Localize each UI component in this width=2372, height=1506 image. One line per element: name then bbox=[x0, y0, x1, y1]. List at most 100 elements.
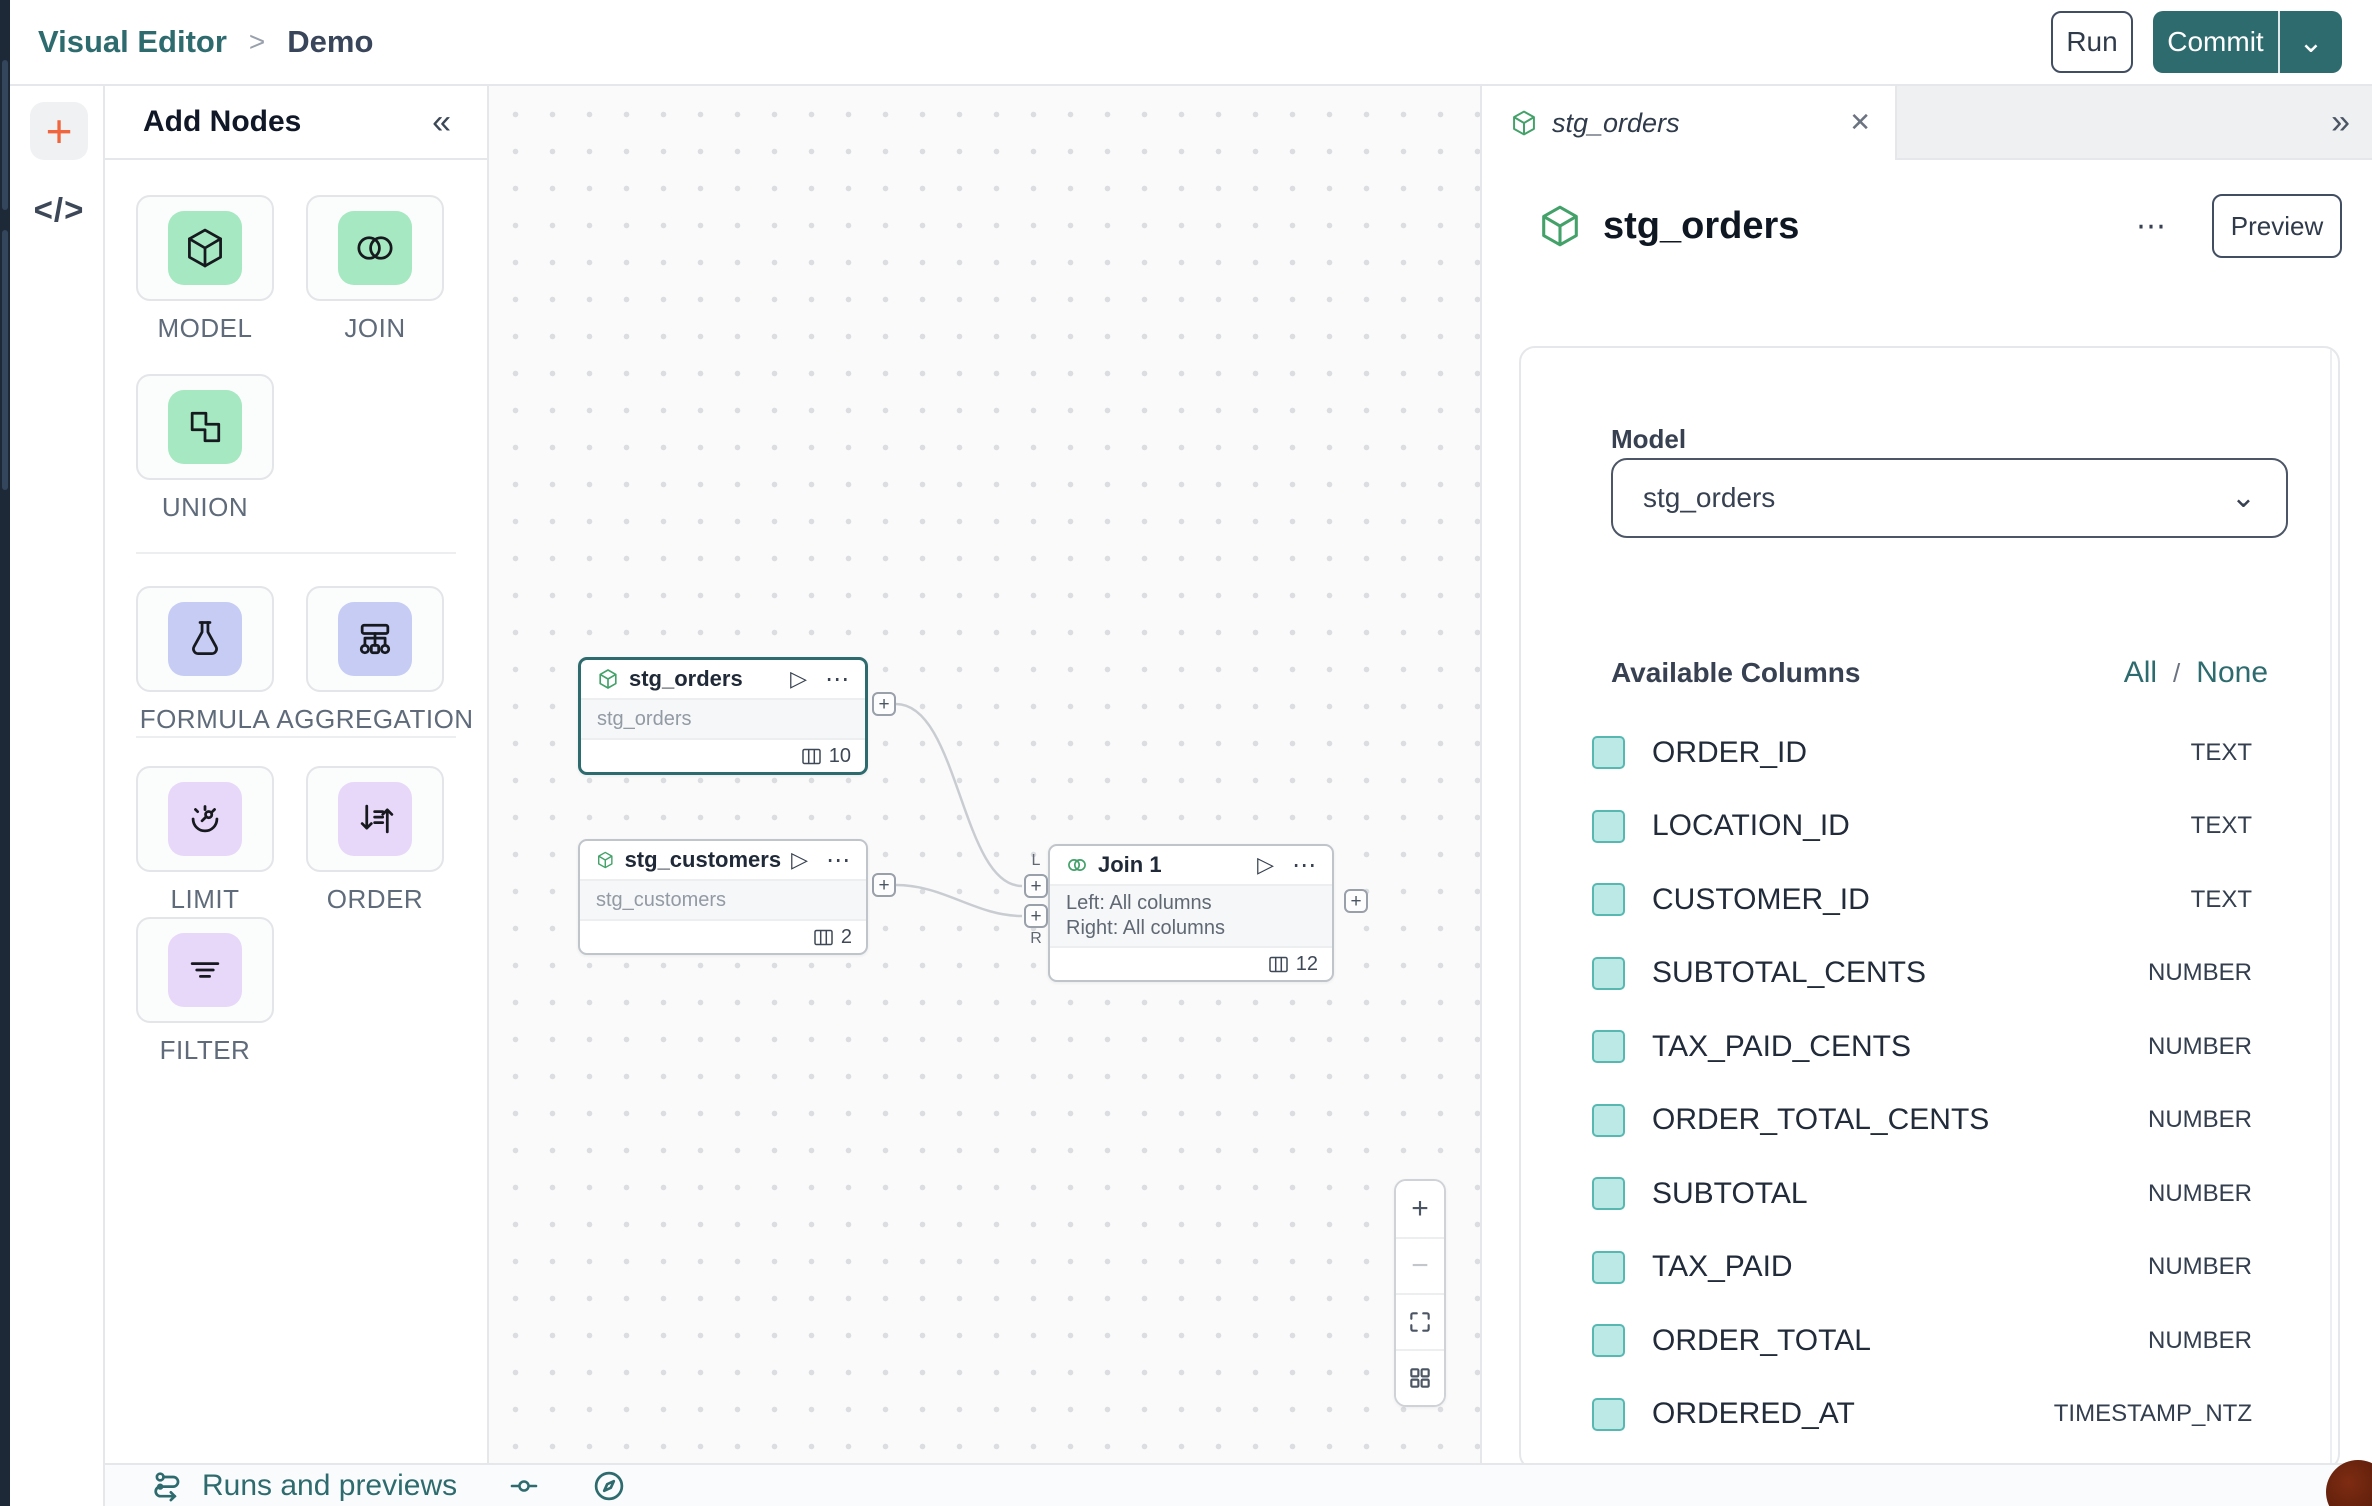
play-icon[interactable]: ▷ bbox=[1257, 852, 1274, 878]
output-port-stg-orders[interactable]: + bbox=[872, 692, 896, 716]
runs-and-previews-toggle[interactable]: Runs and previews bbox=[202, 1468, 458, 1502]
commit-dropdown-button[interactable]: ⌄ bbox=[2278, 11, 2342, 73]
column-type: NUMBER bbox=[2147, 1179, 2252, 1207]
node-card-filter[interactable] bbox=[136, 917, 274, 1023]
node-item-formula[interactable]: FORMULA bbox=[136, 586, 274, 734]
node-body: stg_orders bbox=[581, 698, 865, 740]
more-icon[interactable]: ⋯ bbox=[2136, 208, 2166, 244]
join-right-input-port[interactable]: + bbox=[1024, 904, 1048, 928]
node-footer: 12 bbox=[1050, 948, 1332, 980]
close-icon[interactable]: ✕ bbox=[1849, 108, 1871, 138]
node-item-union[interactable]: UNION bbox=[136, 374, 274, 522]
left-icon-rail: + </> bbox=[10, 86, 105, 1506]
column-row[interactable]: SUBTOTAL_CENTS NUMBER bbox=[1521, 937, 2338, 1011]
more-icon[interactable]: ⋯ bbox=[826, 846, 850, 874]
column-row[interactable]: LOCATION_ID TEXT bbox=[1521, 790, 2338, 864]
tab-stg-orders[interactable]: stg_orders ✕ bbox=[1482, 86, 1897, 160]
column-name: SUBTOTAL_CENTS bbox=[1652, 956, 1926, 990]
node-card-formula[interactable] bbox=[136, 586, 274, 692]
column-row[interactable]: TAX_PAID_CENTS NUMBER bbox=[1521, 1010, 2338, 1084]
column-row[interactable]: ORDER_TOTAL NUMBER bbox=[1521, 1304, 2338, 1378]
canvas-node-stg-customers[interactable]: stg_customers ▷ ⋯ stg_customers 2 bbox=[578, 839, 868, 955]
play-icon[interactable]: ▷ bbox=[791, 847, 808, 873]
grid-icon bbox=[1410, 1368, 1430, 1388]
breadcrumb-visual-editor-link[interactable]: Visual Editor bbox=[38, 24, 227, 59]
cube-icon bbox=[599, 669, 617, 689]
node-item-label: LIMIT bbox=[170, 884, 240, 914]
column-checkbox-checked[interactable] bbox=[1592, 1324, 1625, 1358]
edge-strip-segment bbox=[2, 60, 8, 210]
select-none-link[interactable]: None bbox=[2196, 656, 2268, 689]
node-title: stg_customers bbox=[624, 847, 782, 872]
more-icon[interactable]: ⋯ bbox=[825, 665, 849, 693]
column-row[interactable]: TAX_PAID NUMBER bbox=[1521, 1231, 2338, 1305]
flow-canvas[interactable]: stg_orders ▷ ⋯ stg_orders 10 + stg_custo… bbox=[487, 86, 1480, 1463]
tab-title: stg_orders bbox=[1552, 107, 1680, 138]
zoom-in-button[interactable]: + bbox=[1396, 1181, 1444, 1237]
node-card-model[interactable] bbox=[136, 195, 274, 301]
expand-panel-icon[interactable]: » bbox=[2331, 103, 2350, 141]
node-item-label: FILTER bbox=[159, 1035, 251, 1065]
code-view-button[interactable]: </> bbox=[24, 188, 94, 232]
select-all-link[interactable]: All bbox=[2123, 656, 2158, 689]
column-row[interactable]: ORDER_ID TEXT bbox=[1521, 716, 2338, 790]
column-type: NUMBER bbox=[2147, 1032, 2252, 1060]
column-row[interactable]: SUBTOTAL NUMBER bbox=[1521, 1157, 2338, 1231]
node-card-union[interactable] bbox=[136, 374, 274, 480]
zoom-out-button[interactable]: − bbox=[1396, 1237, 1444, 1293]
preview-button[interactable]: Preview bbox=[2212, 194, 2342, 258]
panel-scrollbar-track[interactable] bbox=[2330, 348, 2332, 1468]
add-node-rail-button[interactable]: + bbox=[30, 102, 88, 160]
canvas-node-join-1[interactable]: Join 1 ▷ ⋯ Left: All columns Right: All … bbox=[1048, 844, 1334, 982]
output-port-stg-customers[interactable]: + bbox=[872, 873, 896, 897]
select-all-none-links: All / None bbox=[2124, 656, 2268, 690]
runs-flow-icon[interactable] bbox=[150, 1468, 186, 1504]
column-checkbox-checked[interactable] bbox=[1592, 956, 1625, 990]
node-item-join[interactable]: JOIN bbox=[306, 195, 444, 343]
panel-divider bbox=[136, 552, 456, 554]
tab-bar-empty-area: » bbox=[1897, 86, 2372, 160]
node-item-filter[interactable]: FILTER bbox=[136, 917, 274, 1065]
add-nodes-header: Add Nodes « bbox=[105, 86, 487, 160]
node-item-aggregation[interactable]: AGGREGATION bbox=[276, 586, 473, 734]
column-count: 2 bbox=[840, 925, 852, 948]
cube-icon bbox=[1513, 110, 1535, 136]
column-checkbox-checked[interactable] bbox=[1592, 1103, 1625, 1137]
column-row[interactable]: CUSTOMER_ID TEXT bbox=[1521, 863, 2338, 937]
column-checkbox-checked[interactable] bbox=[1592, 1397, 1625, 1431]
column-row[interactable]: ORDERED_AT TIMESTAMP_NTZ bbox=[1521, 1378, 2338, 1452]
collapse-panel-icon[interactable]: « bbox=[432, 103, 451, 141]
node-card-limit[interactable] bbox=[136, 766, 274, 872]
explore-button[interactable] bbox=[591, 1468, 627, 1504]
fit-view-button[interactable] bbox=[1396, 1293, 1444, 1349]
column-checkbox-checked[interactable] bbox=[1592, 883, 1625, 917]
column-checkbox-checked[interactable] bbox=[1592, 1030, 1625, 1064]
column-checkbox-checked[interactable] bbox=[1592, 1250, 1625, 1284]
node-card-join[interactable] bbox=[306, 195, 444, 301]
top-actions: Run Commit ⌄ bbox=[2051, 11, 2342, 73]
node-item-model[interactable]: MODEL bbox=[136, 195, 274, 343]
plus-icon: + bbox=[1350, 890, 1362, 912]
canvas-node-stg-orders[interactable]: stg_orders ▷ ⋯ stg_orders 10 bbox=[578, 657, 868, 775]
node-item-limit[interactable]: LIMIT bbox=[136, 766, 274, 914]
model-select[interactable]: stg_orders ⌄ bbox=[1611, 458, 2288, 538]
more-icon[interactable]: ⋯ bbox=[1292, 851, 1316, 879]
join-left-config: Left: All columns bbox=[1066, 892, 1212, 914]
node-card-aggregation[interactable] bbox=[306, 586, 444, 692]
commit-node-button[interactable] bbox=[507, 1469, 541, 1503]
column-checkbox-checked[interactable] bbox=[1592, 809, 1625, 843]
column-checkbox-checked[interactable] bbox=[1592, 736, 1625, 770]
output-port-join-1[interactable]: + bbox=[1344, 889, 1368, 913]
join-left-input-port[interactable]: + bbox=[1024, 874, 1048, 898]
column-row[interactable]: ORDER_TOTAL_CENTS NUMBER bbox=[1521, 1084, 2338, 1158]
commit-button[interactable]: Commit bbox=[2153, 11, 2278, 73]
auto-layout-button[interactable] bbox=[1396, 1349, 1444, 1405]
play-icon[interactable]: ▷ bbox=[790, 666, 807, 692]
run-button[interactable]: Run bbox=[2051, 11, 2133, 73]
plus-icon: + bbox=[1411, 1192, 1429, 1225]
column-name: ORDER_TOTAL bbox=[1652, 1323, 1871, 1357]
node-card-order[interactable] bbox=[306, 766, 444, 872]
node-item-order[interactable]: ORDER bbox=[306, 766, 444, 914]
cube-icon bbox=[1542, 205, 1578, 247]
column-checkbox-checked[interactable] bbox=[1592, 1177, 1625, 1211]
